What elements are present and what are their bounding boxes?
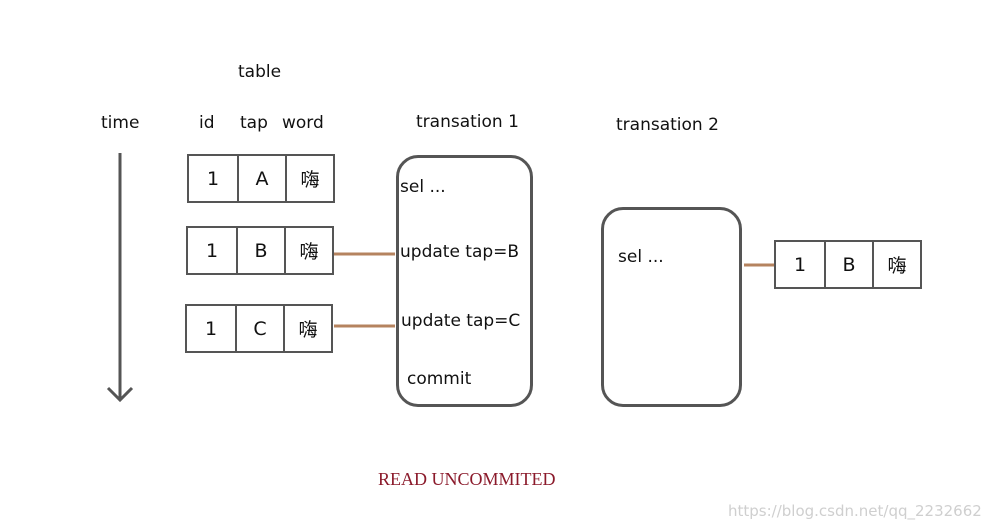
cell-word: 嗨	[283, 306, 331, 351]
cell-id: 1	[205, 239, 219, 262]
cell-tap: B	[236, 228, 284, 273]
transaction2-title: transation 2	[616, 115, 719, 135]
transaction1-statement: commit	[407, 369, 472, 389]
watermark: https://blog.csdn.net/qq_22326625	[728, 502, 982, 520]
transaction1-statement: sel ...	[400, 177, 446, 197]
transaction2-box	[601, 207, 742, 407]
table-row: 1 A 嗨	[187, 154, 335, 203]
time-label: time	[101, 113, 140, 133]
cell-word: 嗨	[284, 228, 332, 273]
cell-word: 嗨	[285, 156, 333, 201]
cell-word: 嗨	[872, 242, 920, 287]
cell-tap: C	[235, 306, 283, 351]
transaction1-title: transation 1	[416, 112, 519, 132]
column-header-id: id	[199, 113, 215, 133]
cell-id: 1	[793, 253, 807, 276]
table-label: table	[238, 62, 282, 82]
isolation-level-caption: READ UNCOMMITED	[378, 469, 556, 489]
transaction1-box	[396, 155, 533, 407]
column-header-tap: tap	[240, 113, 268, 133]
transaction1-statement: update tap=B	[400, 242, 520, 262]
cell-id: 1	[204, 317, 218, 340]
cell-id: 1	[206, 167, 220, 190]
cell-tap: B	[824, 242, 872, 287]
column-header-word: word	[282, 113, 324, 133]
transaction1-statement: update tap=C	[401, 311, 521, 331]
transaction2-statement: sel ...	[618, 247, 664, 267]
transaction2-result-row: 1 B 嗨	[774, 240, 922, 289]
table-row: 1 B 嗨	[186, 226, 334, 275]
table-row: 1 C 嗨	[185, 304, 333, 353]
cell-tap: A	[237, 156, 285, 201]
time-arrow-head	[106, 386, 134, 403]
